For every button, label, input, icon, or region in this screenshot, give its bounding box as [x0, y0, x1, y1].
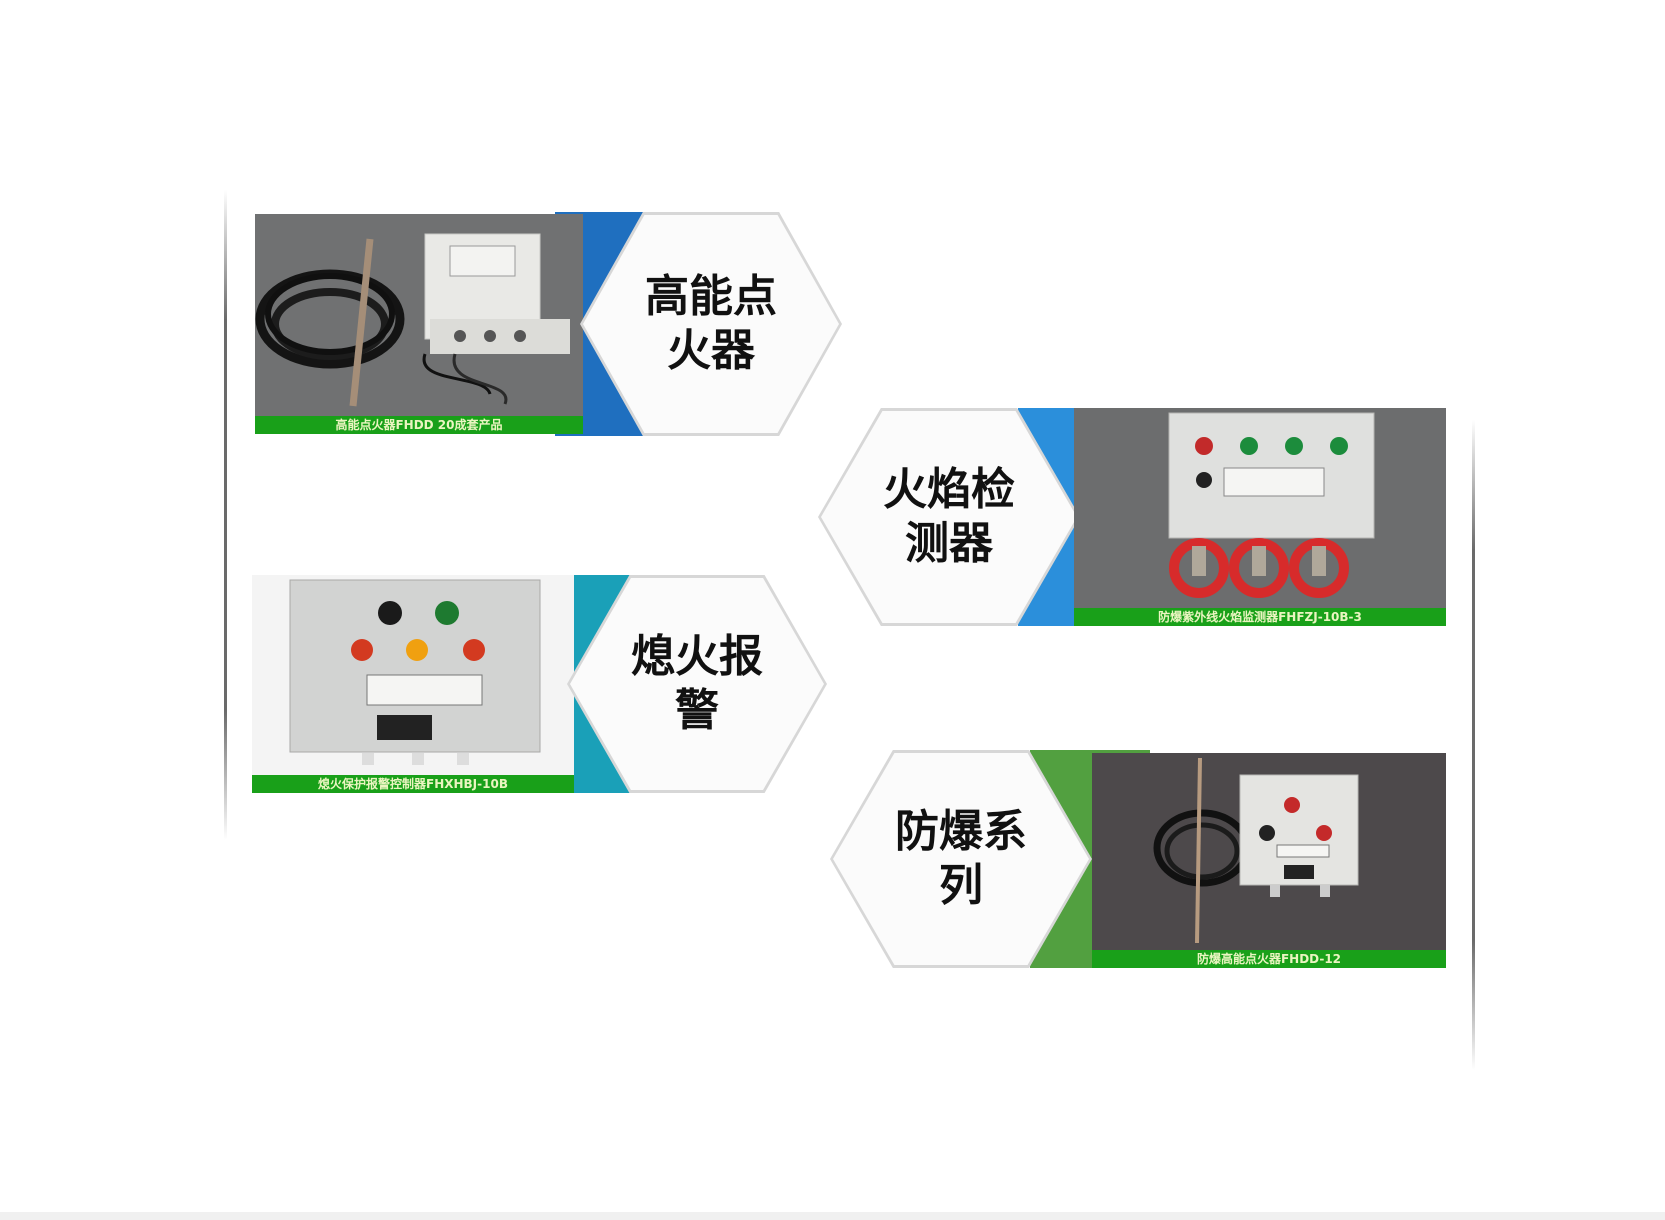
- product-caption: 防爆高能点火器FHDD-12: [1092, 950, 1446, 968]
- product-card-flame-detector[interactable]: 火焰检测器 防爆紫外线火焰监测器FHFZJ-10B-3: [818, 408, 1446, 626]
- product-photo: 防爆高能点火器FHDD-12: [1092, 753, 1446, 968]
- right-edge-line: [1472, 420, 1475, 1070]
- product-label-text: 防爆系列: [895, 806, 1027, 911]
- product-photo: 高能点火器FHDD 20成套产品: [255, 214, 583, 434]
- product-caption: 熄火保护报警控制器FHXHBJ-10B: [252, 775, 574, 793]
- alarm-panel-photo-icon: [252, 575, 574, 775]
- product-label-text: 高能点火器: [645, 271, 777, 376]
- product-label-text: 熄火报警: [631, 631, 763, 736]
- hex-badge: [570, 578, 824, 790]
- product-label: 火焰检测器: [821, 411, 1077, 623]
- igniter-kit-photo-icon: [255, 214, 583, 416]
- left-edge-line: [224, 190, 227, 840]
- product-label: 高能点火器: [583, 215, 839, 433]
- bottom-strip: [0, 1212, 1665, 1220]
- product-label: 熄火报警: [570, 578, 824, 790]
- product-photo: 熄火保护报警控制器FHXHBJ-10B: [252, 575, 574, 793]
- explosion-proof-igniter-photo-icon: [1092, 753, 1446, 950]
- product-card-flameout-alarm[interactable]: 熄火保护报警控制器FHXHBJ-10B 熄火报警: [252, 575, 832, 793]
- product-caption: 防爆紫外线火焰监测器FHFZJ-10B-3: [1074, 608, 1446, 626]
- product-photo: 防爆紫外线火焰监测器FHFZJ-10B-3: [1074, 408, 1446, 626]
- flame-detector-panel-photo-icon: [1074, 408, 1446, 608]
- product-label: 防爆系列: [833, 753, 1089, 965]
- product-label-text: 火焰检测器: [883, 464, 1015, 569]
- hex-badge: [833, 753, 1089, 965]
- hex-badge: [821, 411, 1077, 623]
- product-card-explosion-proof[interactable]: 防爆系列 防爆高能点火器FHDD-12: [830, 750, 1446, 968]
- hex-badge: [583, 215, 839, 433]
- product-caption: 高能点火器FHDD 20成套产品: [255, 416, 583, 434]
- product-card-igniter[interactable]: 高能点火器FHDD 20成套产品 高能点火器: [255, 212, 845, 436]
